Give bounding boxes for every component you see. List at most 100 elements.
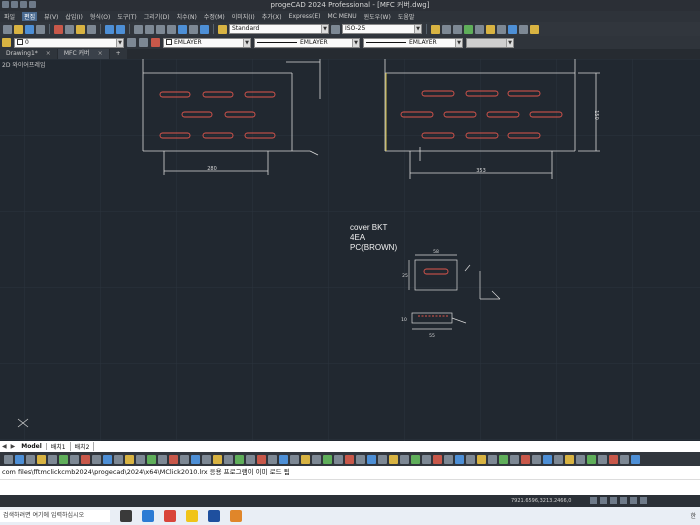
stretch-tool-icon[interactable] [224,454,233,464]
region-tool-icon[interactable] [334,454,343,464]
layout-tab[interactable]: Model [17,443,47,450]
print-icon[interactable] [36,24,45,34]
offset-tool-icon[interactable] [169,454,178,464]
settings-tool-icon[interactable] [631,454,640,464]
wipeout-tool-icon[interactable] [422,454,431,464]
ellipse-tool-icon[interactable] [70,454,79,464]
menu-item[interactable]: 삽입(I) [65,14,83,21]
light-bulb-icon[interactable] [2,38,11,47]
menu-item[interactable]: MC MENU [327,13,357,20]
plot-style-select[interactable]: ▼ [466,37,514,48]
tab-mfc-cover[interactable]: MFC 커버× [57,49,109,59]
text-tool-icon[interactable] [103,454,112,464]
mtext-tool-icon[interactable] [114,454,123,464]
pan-tool-icon[interactable] [609,454,618,464]
hatch-tool-icon[interactable] [92,454,101,464]
menu-item[interactable]: 뷰(V) [44,14,59,21]
list-tool-icon[interactable] [378,454,387,464]
group-tool-icon[interactable] [411,454,420,464]
scale-tool-icon[interactable] [213,454,222,464]
drawing-canvas[interactable]: 280 353 150 [0,59,700,441]
menu-item[interactable]: 이미지(I) [231,14,255,21]
layer-manager-icon[interactable] [431,24,440,34]
zoom-realtime-icon[interactable] [145,24,154,34]
menu-item[interactable]: 도움말 [397,14,415,21]
block-tool-icon[interactable] [301,454,310,464]
settings-gear-icon[interactable] [640,497,647,504]
layer-merge-icon[interactable] [519,24,528,34]
align-tool-icon[interactable] [488,454,497,464]
open-icon[interactable] [14,24,23,34]
close-icon[interactable]: × [45,50,51,57]
copy-icon[interactable] [65,24,74,34]
menu-item[interactable]: 추가(X) [261,14,282,21]
menu-item[interactable]: 편집 [22,12,38,21]
rotate-tool-icon[interactable] [202,454,211,464]
layer-walk-icon[interactable] [508,24,517,34]
file-explorer-icon[interactable] [208,510,220,522]
menu-item[interactable]: 윈도우(W) [363,14,391,21]
array-tool-icon[interactable] [180,454,189,464]
polar-toggle-icon[interactable] [620,497,627,504]
ortho-toggle-icon[interactable] [610,497,617,504]
layer-previous-icon[interactable] [442,24,451,34]
circle-tool-icon[interactable] [26,454,35,464]
divide-tool-icon[interactable] [532,454,541,464]
menu-item[interactable]: 형식(O) [89,14,111,21]
paste-icon[interactable] [76,24,85,34]
block-icon[interactable] [530,24,539,34]
explode-tool-icon[interactable] [290,454,299,464]
line-tool-icon[interactable] [4,454,13,464]
menu-item[interactable]: 치수(N) [176,14,197,21]
render-tool-icon[interactable] [576,454,585,464]
copy-tool-icon[interactable] [147,454,156,464]
undo-icon[interactable] [105,24,114,34]
match-properties-icon[interactable] [87,24,96,34]
boundary-tool-icon[interactable] [477,454,486,464]
3d-tool-icon[interactable] [565,454,574,464]
design-center-icon[interactable] [189,24,198,34]
menu-item[interactable]: 수정(M) [203,14,225,21]
layer-properties-icon[interactable] [139,38,148,47]
lengthen-tool-icon[interactable] [510,454,519,464]
layout-tab[interactable]: 배치1 [47,442,71,451]
menu-item[interactable]: 도구(T) [117,14,137,21]
view-style-label[interactable]: 2D 와이어프레임 [2,62,46,69]
join-tool-icon[interactable] [499,454,508,464]
layout-tab[interactable]: 배치2 [71,442,95,451]
layer-freeze-icon[interactable] [475,24,484,34]
chrome-icon[interactable] [230,510,242,522]
command-input[interactable] [0,479,700,495]
fillet-tool-icon[interactable] [279,454,288,464]
chamfer-tool-icon[interactable] [268,454,277,464]
dim-style-select[interactable]: ISO-25 ▼ [342,24,422,34]
layer-state-icon[interactable] [453,24,462,34]
help-icon[interactable] [200,24,209,34]
menu-item[interactable]: 그리기(D) [143,14,170,21]
layer-lock-icon[interactable] [486,24,495,34]
osnap-toggle-icon[interactable] [630,497,637,504]
close-icon[interactable]: × [97,50,103,57]
plate-right[interactable] [384,59,600,179]
revcloud-tool-icon[interactable] [433,454,442,464]
taskbar-search-input[interactable]: 검색하려면 여기에 입력하십시오 [0,510,110,522]
properties-icon[interactable] [178,24,187,34]
move-tool-icon[interactable] [191,454,200,464]
scroll-left-icon[interactable]: ◀ [2,443,7,450]
layer-off-icon[interactable] [497,24,506,34]
match-tool-icon[interactable] [400,454,409,464]
polyline-tool-icon[interactable] [15,454,24,464]
save-icon[interactable] [29,1,36,8]
area-tool-icon[interactable] [367,454,376,464]
system-tray[interactable]: 한 [690,513,696,520]
insert-tool-icon[interactable] [312,454,321,464]
help-tool-icon[interactable] [620,454,629,464]
orbit-tool-icon[interactable] [587,454,596,464]
linetype-select[interactable]: EMLAYER ▼ [254,37,360,48]
menu-item[interactable]: Express(E) [288,13,321,20]
table-tool-icon[interactable] [345,454,354,464]
pedit-tool-icon[interactable] [521,454,530,464]
task-view-icon[interactable] [120,510,132,522]
cut-icon[interactable] [54,24,63,34]
make-current-layer-icon[interactable] [127,38,136,47]
